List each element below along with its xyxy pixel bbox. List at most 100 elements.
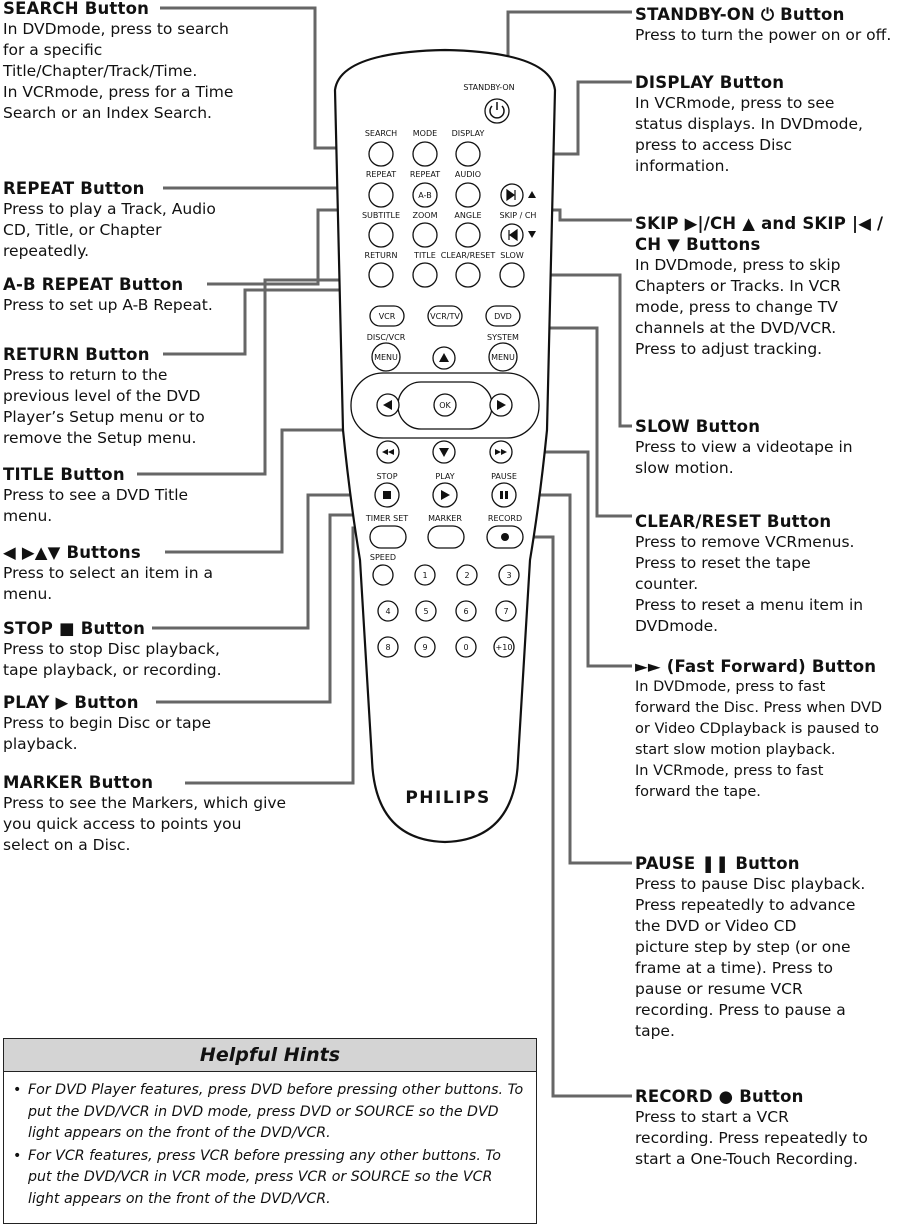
disc-menu-button[interactable]: [371, 342, 401, 372]
annotation-title: ►► (Fast Forward) Button: [635, 657, 877, 676]
menu-left-text: MENU: [374, 353, 398, 362]
power-icon: [489, 105, 505, 119]
subtitle-label: SUBTITLE: [362, 211, 400, 220]
annotation-record: RECORD ● Button Press to start a VCR rec…: [635, 1086, 897, 1170]
num-7-text: 7: [503, 607, 508, 616]
num-2-text: 2: [464, 571, 469, 580]
num-5-button[interactable]: [415, 600, 437, 622]
annotation-fast-forward: ►► (Fast Forward) Button In DVDmode, pre…: [635, 656, 897, 803]
record-label: RECORD: [488, 514, 522, 523]
annotation-repeat: REPEAT Button Press to play a Track, Aud…: [3, 178, 303, 262]
display-label: DISPLAY: [452, 129, 485, 138]
annotation-stop: STOP ■ Button Press to stop Disc playbac…: [3, 618, 303, 681]
record-icon: [501, 533, 509, 541]
leader-slow: [513, 273, 632, 428]
num-3-text: 3: [506, 571, 511, 580]
annotation-text: Press to pause Disc playback. Press repe…: [635, 875, 866, 1040]
marker-label: MARKER: [428, 514, 462, 523]
audio-button[interactable]: [455, 182, 481, 208]
speed-button[interactable]: [372, 564, 394, 586]
hint-item: For DVD Player features, press DVD befor…: [13, 1080, 526, 1145]
clear-reset-label: CLEAR/RESET: [441, 251, 496, 260]
vcr-button[interactable]: [369, 305, 405, 327]
annotation-text: Press to select an item in a menu.: [3, 564, 213, 603]
ab-repeat-button[interactable]: [412, 182, 438, 208]
annotation-standby: STANDBY-ON ⏻ Button Press to turn the po…: [635, 4, 897, 46]
subtitle-button[interactable]: [368, 222, 394, 248]
num-9-text: 9: [422, 643, 427, 652]
annotation-text: Press to turn the power on or off.: [635, 26, 892, 44]
left-arrow-icon: [383, 400, 392, 410]
stop-label: STOP: [376, 472, 397, 481]
num-8-button[interactable]: [377, 636, 399, 658]
slow-button[interactable]: [499, 262, 525, 288]
annotation-text: In VCRmode, press to see status displays…: [635, 94, 863, 175]
standby-button[interactable]: [484, 98, 510, 124]
pause-icon: [500, 491, 508, 499]
annotation-display: DISPLAY Button In VCRmode, press to see …: [635, 72, 897, 177]
down-arrow-icon: [439, 448, 449, 457]
annotation-text: Press to play a Track, Audio CD, Title, …: [3, 200, 216, 260]
vcr-tv-button[interactable]: [427, 305, 463, 327]
brand-logo: PHILIPS: [405, 788, 490, 808]
standby-label: STANDBY-ON: [463, 83, 514, 92]
annotation-slow: SLOW Button Press to view a videotape in…: [635, 416, 897, 479]
play-label: PLAY: [435, 472, 454, 481]
ok-button[interactable]: [433, 393, 457, 417]
num-0-button[interactable]: [455, 636, 477, 658]
return-button[interactable]: [368, 262, 394, 288]
repeat-button[interactable]: [368, 182, 394, 208]
annotation-skip: SKIP ▶|/CH ▲ and SKIP |◀ / CH ▼ Buttons …: [635, 213, 897, 360]
annotation-title: ◀ ▶▲▼ Buttons: [3, 543, 141, 562]
num-6-button[interactable]: [455, 600, 477, 622]
timer-set-label: TIMER SET: [365, 514, 408, 523]
title-button[interactable]: [412, 262, 438, 288]
plus-10-text: +10: [496, 643, 513, 652]
marker-button[interactable]: [427, 525, 465, 549]
fast-forward-icon: [495, 449, 507, 455]
num-3-button[interactable]: [498, 564, 520, 586]
pause-button[interactable]: [491, 482, 517, 508]
zoom-button[interactable]: [412, 222, 438, 248]
plus-10-button[interactable]: [493, 636, 515, 658]
annotation-text: Press to set up A-B Repeat.: [3, 296, 213, 314]
remote-control: STANDBY-ON SEARCH MODE DISPLAY REPEAT RE…: [333, 48, 557, 844]
leader-return: [163, 288, 378, 356]
search-button[interactable]: [368, 141, 394, 167]
display-button[interactable]: [455, 141, 481, 167]
num-5-text: 5: [423, 607, 428, 616]
num-4-button[interactable]: [377, 600, 399, 622]
skip-prev-icon: [508, 228, 518, 242]
annotation-title: MARKER Button: [3, 773, 154, 792]
leader-fast-forward: [512, 450, 632, 668]
angle-button[interactable]: [455, 222, 481, 248]
play-icon: [441, 490, 450, 500]
zoom-label: ZOOM: [413, 211, 438, 220]
annotation-title: SEARCH Button: [3, 0, 150, 18]
annotation-text: Press to begin Disc or tape playback.: [3, 714, 211, 753]
num-2-button[interactable]: [456, 564, 478, 586]
annotation-title: STOP ■ Button: [3, 619, 146, 638]
up-arrow-icon: [439, 353, 449, 362]
timer-set-button[interactable]: [369, 525, 407, 549]
annotation-clear-reset: CLEAR/RESET Button Press to remove VCRme…: [635, 511, 897, 637]
annotation-marker: MARKER Button Press to see the Markers, …: [3, 772, 333, 856]
menu-right-text: MENU: [491, 353, 515, 362]
mode-button[interactable]: [412, 141, 438, 167]
num-1-button[interactable]: [414, 564, 436, 586]
slow-label: SLOW: [500, 251, 524, 260]
annotation-text: Press to see the Markers, which give you…: [3, 794, 287, 854]
clear-reset-button[interactable]: [455, 262, 481, 288]
pause-label: PAUSE: [491, 472, 517, 481]
num-9-button[interactable]: [414, 636, 436, 658]
annotation-title: REPEAT Button: [3, 179, 145, 198]
system-menu-button[interactable]: [488, 342, 518, 372]
helpful-hints-box: Helpful Hints For DVD Player features, p…: [3, 1038, 537, 1224]
annotation-text: In DVDmode, press to fast forward the Di…: [635, 679, 883, 800]
num-0-text: 0: [463, 643, 468, 652]
dvd-button[interactable]: [485, 305, 521, 327]
num-8-text: 8: [385, 643, 390, 652]
num-7-button[interactable]: [495, 600, 517, 622]
leader-pause: [512, 493, 632, 865]
repeat-label: REPEAT: [366, 170, 396, 179]
